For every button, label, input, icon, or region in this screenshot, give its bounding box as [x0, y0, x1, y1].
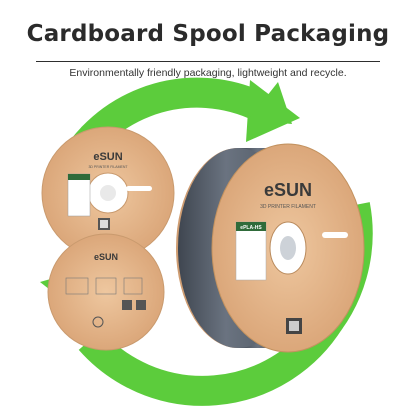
- title-divider: [36, 61, 380, 62]
- small-spool-brand: eSUN: [93, 151, 122, 163]
- small-spool-tagline: 3D PRINTER FILAMENT: [88, 165, 128, 169]
- page-title: Cardboard Spool Packaging: [26, 21, 390, 47]
- back-spool-brand: eSUN: [94, 252, 118, 262]
- small-spool-back: eSUN: [47, 233, 165, 351]
- product-label: [235, 221, 267, 281]
- large-spool-product: ePLA-HS: [240, 225, 262, 231]
- recycle-symbol-icon: [92, 316, 104, 328]
- page-subtitle: Environmentally friendly packaging, ligh…: [69, 67, 347, 79]
- large-spool-brand: eSUN: [264, 180, 312, 200]
- large-spool: eSUN 3D PRINTER FILAMENT ePLA-HS: [176, 143, 365, 353]
- large-spool-tagline: 3D PRINTER FILAMENT: [260, 204, 316, 210]
